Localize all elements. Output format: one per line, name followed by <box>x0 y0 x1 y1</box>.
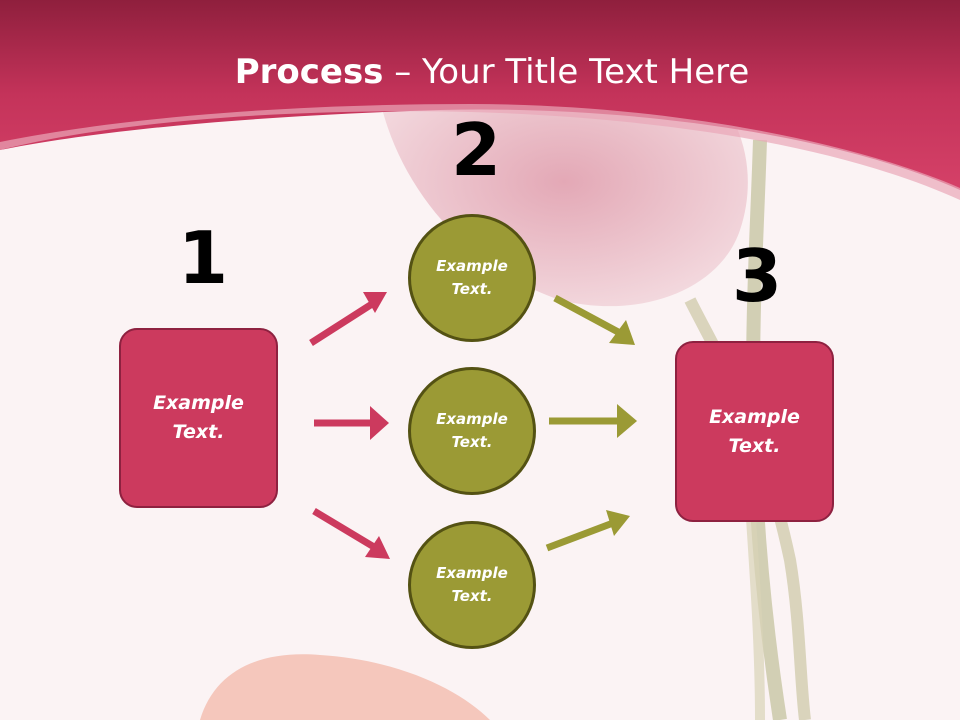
circle-middle-label: Example Text. <box>436 410 508 451</box>
step-number-3: 3 <box>732 234 783 318</box>
step-number-2: 2 <box>451 108 502 192</box>
circle-top-label: Example Text. <box>436 257 508 298</box>
title-rest: – Your Title Text Here <box>383 52 750 92</box>
circle-top: Example Text. <box>408 214 536 342</box>
right-box: Example Text. <box>675 341 834 522</box>
arrow-to-top <box>309 292 387 346</box>
step-number-1: 1 <box>178 216 229 300</box>
circle-bottom-label: Example Text. <box>436 564 508 605</box>
arrow-to-middle <box>314 406 389 440</box>
header-swoosh <box>0 104 960 200</box>
slide-title: Process – Your Title Text Here <box>0 52 960 92</box>
right-box-label: Example Text. <box>709 405 800 457</box>
left-box-label: Example Text. <box>153 392 244 443</box>
left-box: Example Text. <box>119 328 278 508</box>
circle-bottom: Example Text. <box>408 521 536 649</box>
header-band <box>0 0 960 190</box>
arrow-from-top <box>553 294 635 345</box>
arrow-from-bottom <box>545 510 630 552</box>
title-bold: Process <box>234 52 384 92</box>
circle-middle: Example Text. <box>408 367 536 495</box>
arrow-to-bottom <box>312 507 390 559</box>
arrow-from-middle <box>549 404 637 438</box>
bottom-petal <box>200 654 490 720</box>
